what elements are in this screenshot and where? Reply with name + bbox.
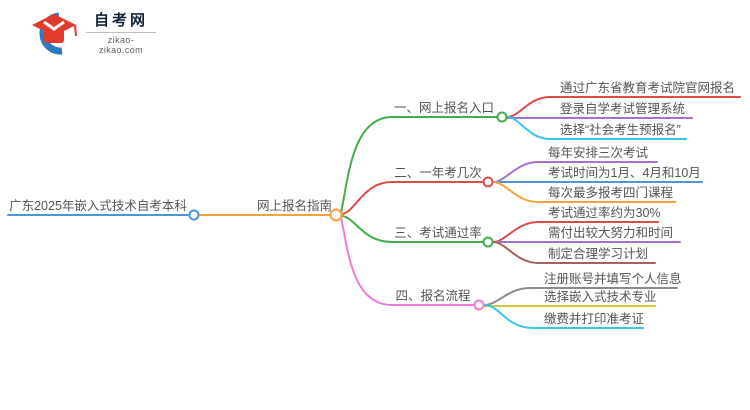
branch-2-node-circle: [482, 176, 494, 188]
branch-1-child-1-label: 通过广东省教育考试院官网报名: [560, 81, 736, 95]
brand-domain: zikao-zikao.com: [98, 34, 144, 55]
branch-4-child-3-label: 缴费并打印准考证: [544, 312, 645, 326]
zikao-logo-icon: [32, 12, 77, 55]
branch-1-node-circle: [496, 111, 508, 123]
branch-2-child-1-label: 每年安排三次考试: [548, 146, 649, 160]
branch-3-label: 三、考试通过率: [394, 226, 482, 240]
branch-2-child-3-label: 每次最多报考四门课程: [548, 186, 674, 200]
site-logo[interactable]: 自考网 zikao-zikao.com: [28, 10, 156, 56]
logo-tassel: [74, 24, 77, 37]
root-node-circle: [188, 209, 200, 221]
branch-1-curve: [340, 116, 498, 214]
branch-4-child-1-label: 注册账号并填写个人信息: [544, 272, 682, 286]
brand-name: 自考网: [93, 11, 148, 29]
branch-2-curve: [340, 181, 483, 215]
branch-4-child-2-label: 选择嵌入式技术专业: [544, 290, 657, 304]
branch-3-child-1-label: 考试通过率约为30%: [548, 206, 661, 220]
branch-4-node-circle: [473, 299, 485, 311]
center-node-circle: [329, 208, 343, 222]
branch-2-child-2-label: 考试时间为1月、4月和10月: [548, 166, 701, 180]
branch-3-child-2-label: 需付出较大努力和时间: [548, 226, 674, 240]
logo-cap-board: [32, 14, 76, 36]
branch-1-child-1-curve: [506, 96, 741, 118]
branch-4-label: 四、报名流程: [395, 289, 471, 303]
center-node-label: 网上报名指南: [256, 199, 332, 213]
branch-3-child-3-label: 制定合理学习计划: [548, 247, 649, 261]
branch-4-child-3-curve: [483, 304, 644, 329]
branch-4-curve: [340, 216, 474, 306]
branch-3-node-circle: [482, 236, 494, 248]
branch-3-curve: [340, 215, 483, 243]
branch-1-child-2-label: 登录自学考试管理系统: [560, 102, 686, 116]
logo-chevron: [43, 20, 65, 31]
branch-1-label: 一、网上报名入口: [393, 101, 494, 115]
branch-3-child-3-curve: [492, 241, 656, 264]
root-node-label: 广东2025年嵌入式技术自考本科: [9, 199, 187, 213]
branch-4-child-1-curve: [483, 287, 678, 306]
brand-divider: [86, 31, 156, 33]
branch-1-child-3-label: 选择“社会考生预报名”: [560, 123, 681, 137]
brand-text-block: 自考网 zikao-zikao.com: [86, 12, 156, 55]
branch-2-child-3-curve: [492, 181, 676, 203]
branch-2-label: 二、一年考几次: [394, 166, 482, 180]
branch-1-child-3-curve: [506, 116, 687, 140]
